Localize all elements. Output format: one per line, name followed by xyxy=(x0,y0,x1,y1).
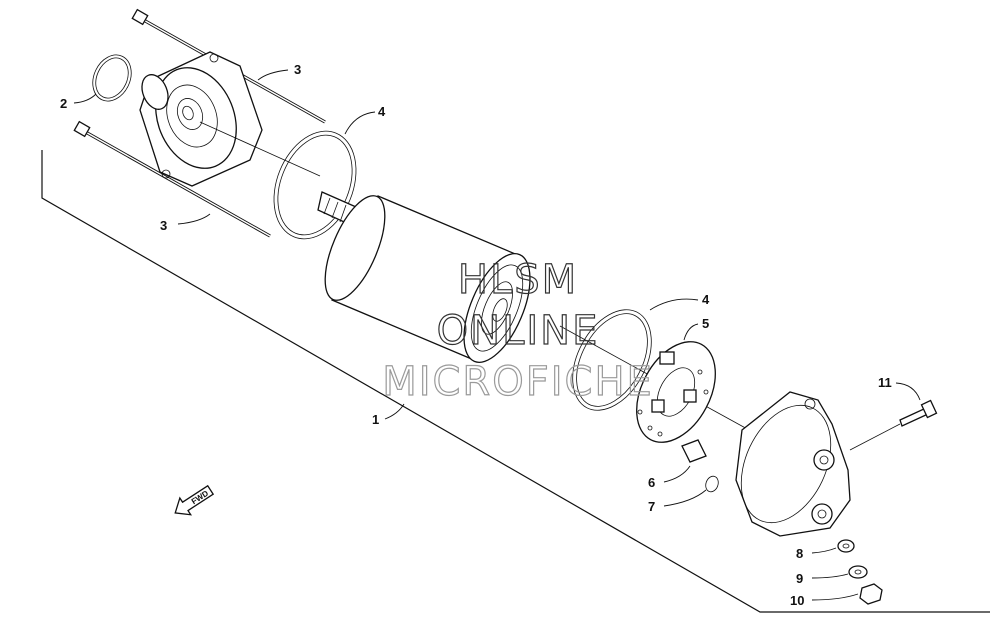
callout-4-upper: 4 xyxy=(378,104,386,119)
brush-plate xyxy=(636,341,716,443)
callout-7: 7 xyxy=(648,499,655,514)
o-ring-upper xyxy=(273,130,357,240)
lock-washer xyxy=(848,565,868,579)
washer xyxy=(705,475,719,493)
callout-11: 11 xyxy=(878,375,892,390)
callout-6: 6 xyxy=(648,475,655,490)
callout-8: 8 xyxy=(796,546,803,561)
watermark-line2: ONLINE xyxy=(437,308,600,354)
callout-5: 5 xyxy=(702,316,709,331)
assembly-bracket xyxy=(41,150,990,613)
callout-3-upper: 3 xyxy=(294,62,301,77)
o-ring-front xyxy=(92,54,132,102)
callout-9: 9 xyxy=(796,571,803,586)
callout-2: 2 xyxy=(60,96,67,111)
callout-10: 10 xyxy=(790,593,804,608)
hex-nut xyxy=(859,583,883,605)
watermark: HLSM ONLINE MICROFICHE xyxy=(382,256,654,405)
rear-cover xyxy=(735,391,851,537)
callout-3-lower: 3 xyxy=(160,218,167,233)
callout-labels: 2 3 3 4 4 5 1 6 7 8 9 10 11 xyxy=(60,62,892,608)
nut-small xyxy=(837,539,855,553)
through-bolt-lower xyxy=(73,120,271,238)
watermark-line3: MICROFICHE xyxy=(382,359,654,405)
watermark-line1: HLSM xyxy=(458,257,578,303)
bolt xyxy=(899,399,938,427)
brush xyxy=(681,439,707,463)
callout-1: 1 xyxy=(372,412,379,427)
front-cover xyxy=(139,51,263,187)
o-ring-lower xyxy=(572,309,652,411)
leader-lines xyxy=(73,69,921,601)
forward-direction-arrow: FWD xyxy=(174,484,215,516)
motor-housing xyxy=(324,195,531,363)
callout-4-lower: 4 xyxy=(702,292,710,307)
